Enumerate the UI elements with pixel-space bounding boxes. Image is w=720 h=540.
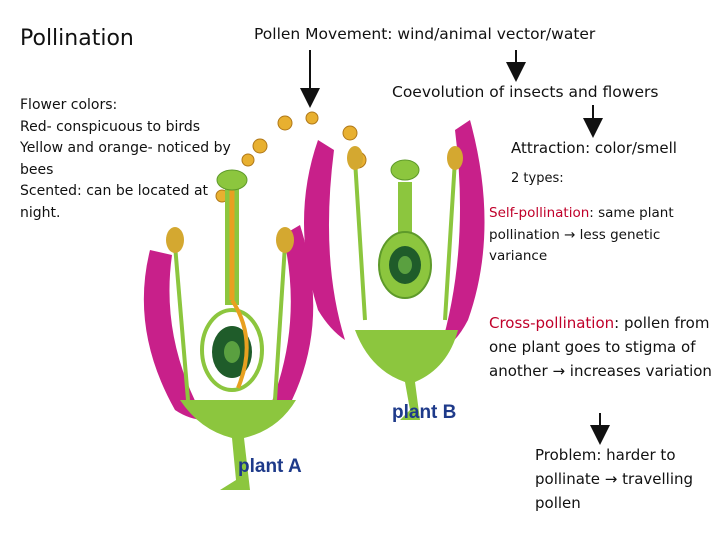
self-pollination-desc: : same plant pollination — [489, 205, 674, 243]
arrow-icon: → — [564, 226, 576, 243]
problem-result: travelling pollen — [535, 470, 694, 512]
flower-colors-line: Scented: can be located at — [20, 183, 209, 199]
self-pollination-result: less genetic variance — [489, 226, 661, 265]
types-text: 2 types: — [511, 171, 564, 186]
arrow-icon: → — [552, 362, 566, 380]
plant-a-flower: plant A — [143, 169, 314, 490]
self-pollination-term: Self-pollination — [489, 205, 590, 221]
slide-title: Pollination — [20, 26, 134, 51]
flower-colors-text: Flower colors: Red- conspicuous to birds… — [20, 95, 231, 224]
pollen-movement-header: Pollen Movement: wind/animal vector/wate… — [254, 25, 596, 43]
flower-colors-line: night. — [20, 204, 61, 221]
flower-colors-line: bees — [20, 161, 54, 178]
cross-pollination-desc: : pollen from one plant goes to stigma o… — [489, 314, 710, 380]
cross-pollination-text: Cross-pollination: pollen from one plant… — [489, 311, 714, 383]
flower-colors-line: Yellow and orange- noticed by — [20, 140, 231, 156]
plant-a-label: plant A — [238, 456, 302, 477]
plant-b-label: plant B — [392, 402, 456, 423]
arrow-icon: → — [604, 470, 618, 488]
self-pollination-text: Self-pollination: same plant pollination… — [489, 203, 714, 268]
flower-colors-line: Flower colors: — [20, 97, 118, 113]
coevolution-text: Coevolution of insects and flowers — [392, 83, 659, 101]
problem-desc: Problem: harder to pollinate — [535, 446, 676, 488]
attraction-text: Attraction: color/smell — [511, 139, 677, 157]
cross-pollination-term: Cross-pollination — [489, 314, 615, 332]
problem-text: Problem: harder to pollinate → travellin… — [535, 443, 715, 515]
flower-colors-line: Red- conspicuous to birds — [20, 118, 201, 135]
cross-pollination-result: increases variation — [565, 362, 712, 380]
plant-b-flower: plant B — [304, 120, 485, 423]
